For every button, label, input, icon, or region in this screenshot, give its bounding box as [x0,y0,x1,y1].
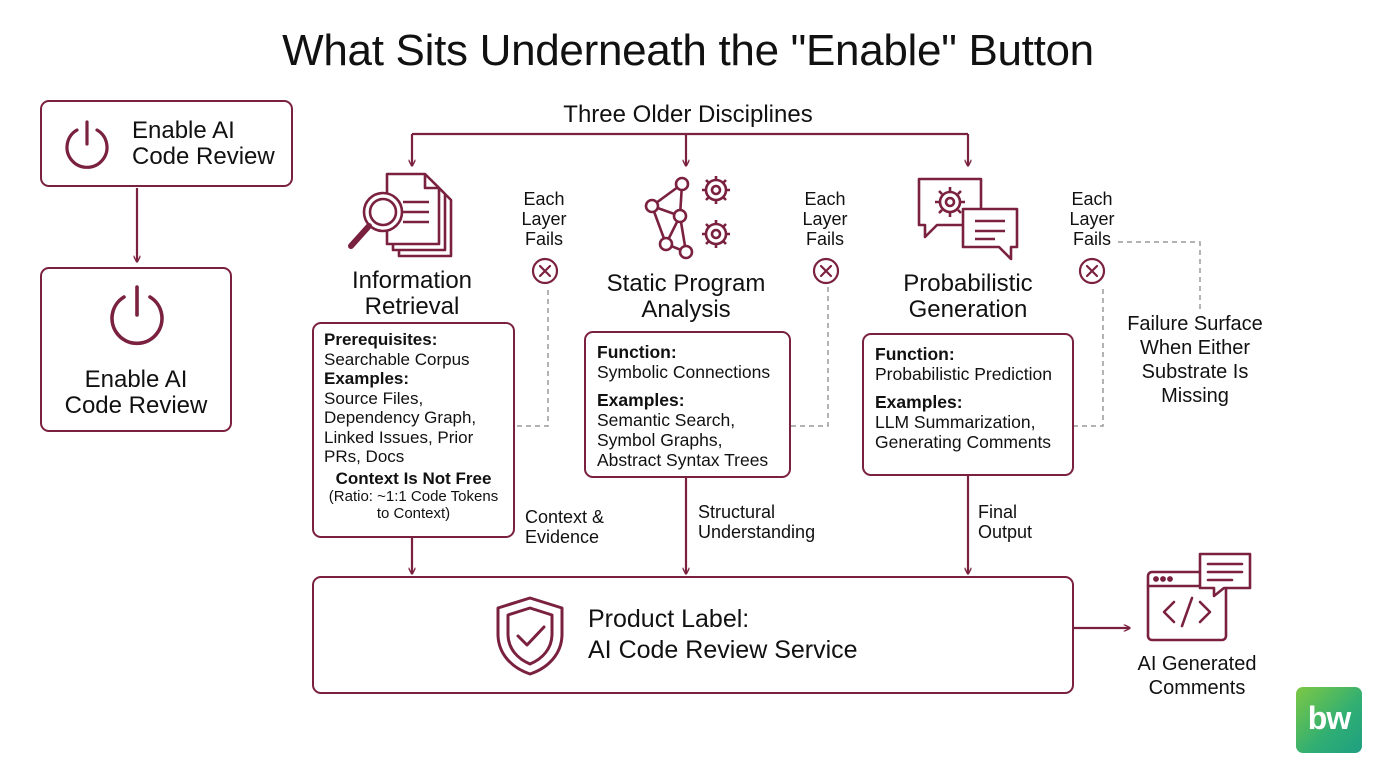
generation-function-heading: Function: [875,344,955,364]
brand-logo: bw [1296,687,1362,753]
retrieval-prereq-text: Searchable Corpus [324,349,470,369]
fail-line-retrieval [517,286,549,427]
generation-examples-text: LLM Summarization, Generating Comments [875,412,1052,452]
fail-x-icon [1078,257,1106,285]
static-function-heading: Function: [597,342,677,362]
code-window-chat-icon [1146,552,1252,642]
fail-line-surface [1118,241,1201,310]
retrieval-examples-text: Source Files, Dependency Graph, Linked I… [324,388,477,467]
enable-card: Enable AI Code Review [40,267,232,432]
product-label-line1: Product Label: [588,605,750,633]
generation-function-text: Probabilistic Prediction [875,364,1053,384]
generation-examples-heading: Examples: [875,392,963,412]
output-label: AI Generated Comments [1137,653,1257,699]
retrieval-title: Information Retrieval [351,267,473,320]
static-fail-label: Each Layer Fails [802,189,848,249]
static-arrow-label: Structural Understanding [698,502,816,542]
retrieval-card: Prerequisites: Searchable Corpus Example… [312,322,515,538]
static-title: Static Program Analysis [606,270,766,323]
chat-gear-icon [917,177,1019,261]
static-function-text: Symbolic Connections [597,362,771,382]
enable-toggle-label: Enable AI Code Review [132,117,275,170]
disciplines-header: Three Older Disciplines [563,101,813,128]
fail-x-icon [531,257,559,285]
generation-fail-label: Each Layer Fails [1069,189,1115,249]
network-gears-icon [644,176,730,260]
fail-x-icon [812,257,840,285]
retrieval-prereq-heading: Prerequisites: [324,330,438,349]
generation-title: Probabilistic Generation [903,270,1033,323]
fail-line-generation [1073,286,1104,427]
generation-arrow-label: Final Output [978,502,1033,542]
power-icon [110,285,164,346]
page-title: What Sits Underneath the "Enable" Button [282,26,1094,75]
enable-toggle-button[interactable]: Enable AI Code Review [40,100,293,187]
static-examples-text: Semantic Search, Symbol Graphs, Abstract… [597,410,769,470]
product-card: Product Label: AI Code Review Service [312,576,1074,694]
static-examples-heading: Examples: [597,390,685,410]
retrieval-fail-label: Each Layer Fails [521,189,567,249]
failure-surface-note: Failure Surface When Either Substrate Is… [1127,313,1263,407]
retrieval-arrow-label: Context & Evidence [525,507,605,547]
power-icon [65,120,109,169]
retrieval-note-heading: Context Is Not Free [335,468,492,488]
retrieval-note-text: (Ratio: ~1:1 Code Tokens to Context) [328,488,499,522]
static-card: Function: Symbolic Connections Examples:… [584,331,791,478]
generation-card: Function: Probabilistic Prediction Examp… [862,333,1074,476]
product-label-line2: AI Code Review Service [588,636,858,664]
document-search-icon [348,172,453,258]
retrieval-examples-heading: Examples: [324,369,410,388]
fail-line-static [791,286,829,427]
shield-check-icon [496,596,564,676]
enable-card-label: Enable AI Code Review [64,366,208,419]
